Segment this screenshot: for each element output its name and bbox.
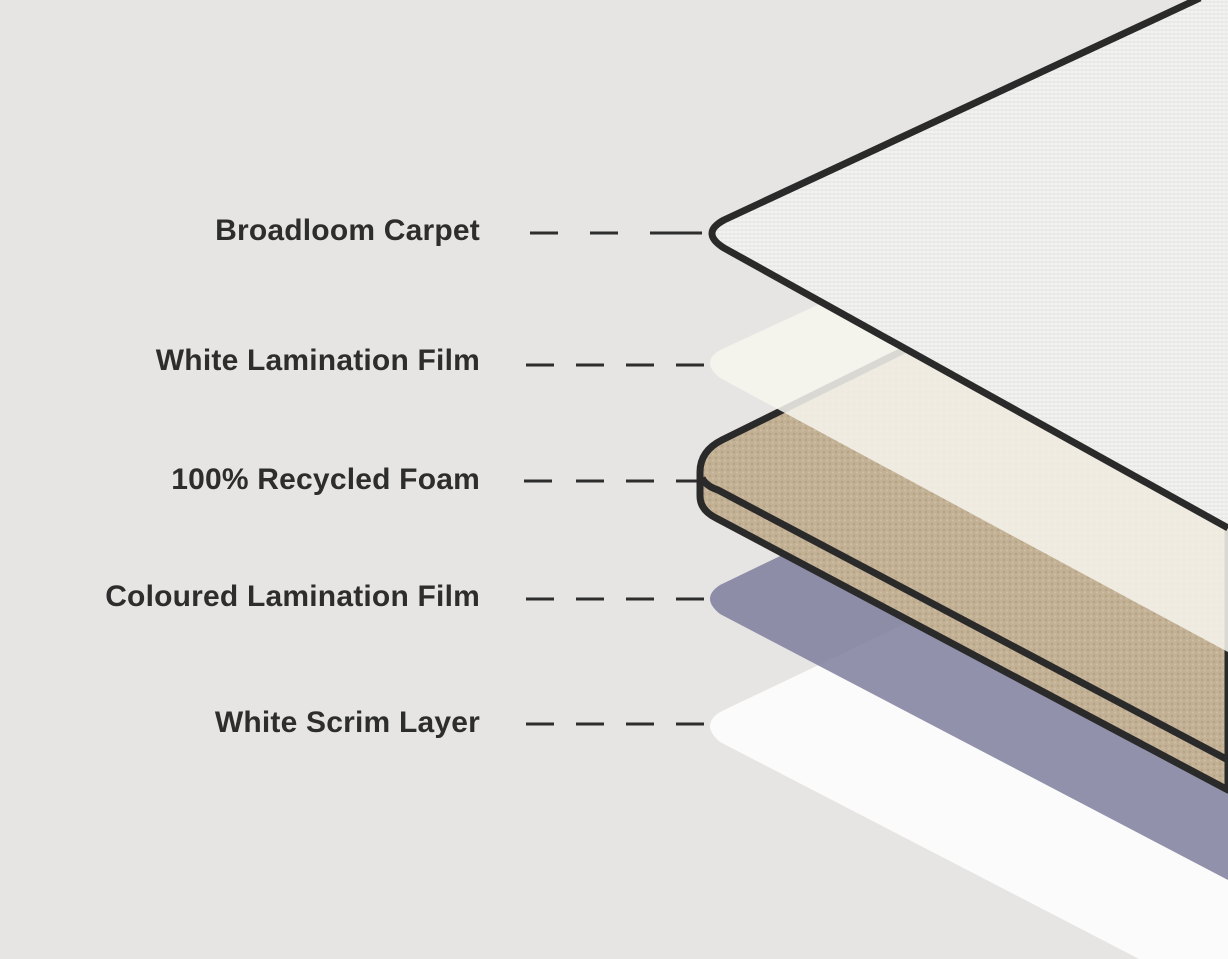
label-broadloom-carpet: Broadloom Carpet (215, 214, 480, 247)
foam-seam-line (698, 476, 1228, 764)
label-recycled-foam: 100% Recycled Foam (171, 463, 480, 496)
broadloom-carpet (712, 0, 1228, 528)
label-white-scrim-layer: White Scrim Layer (214, 706, 480, 739)
label-white-lamination-film: White Lamination Film (155, 344, 480, 377)
carpet-outline (708, 0, 1228, 532)
leader-lines (524, 231, 704, 726)
label-coloured-lamination-film: Coloured Lamination Film (105, 580, 480, 613)
